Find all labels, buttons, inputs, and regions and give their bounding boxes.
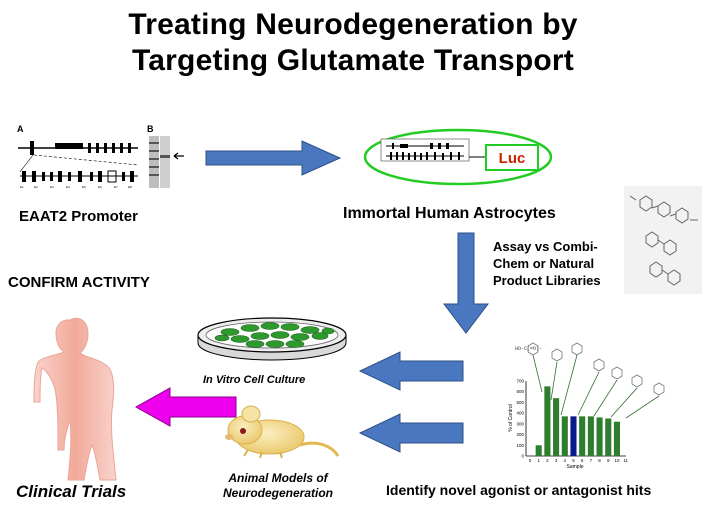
y-tick-label: 500 bbox=[516, 400, 524, 405]
hits-bar-chart: HO‑C(=O)‑ % of Control Sample 0100200300… bbox=[508, 342, 665, 470]
petri-dish bbox=[197, 317, 347, 361]
bar-sample-4 bbox=[561, 416, 568, 456]
clinical-trials-label: Clinical Trials bbox=[16, 482, 127, 501]
bar-sample-5 bbox=[570, 416, 577, 456]
bar-sample-3 bbox=[553, 398, 560, 456]
x-tick-label: 1 bbox=[537, 458, 540, 463]
arrow-to-clinical-trials bbox=[134, 387, 237, 427]
animal-models-line2: Neurodegeneration bbox=[222, 486, 333, 500]
x-tick-label: 0 bbox=[529, 458, 532, 463]
immortal-astrocytes-label: Immortal Human Astrocytes bbox=[343, 205, 556, 222]
x-tick-label: 10 bbox=[614, 458, 620, 463]
panel-a-label: A bbox=[17, 124, 24, 134]
y-tick-label: 100 bbox=[516, 443, 524, 448]
svg-text:E5: E5 bbox=[82, 185, 86, 189]
x-tick-label: 3 bbox=[555, 458, 558, 463]
assay-label-line1: Assay vs Combi- bbox=[493, 239, 598, 254]
chemical-library-structures bbox=[624, 186, 702, 294]
arrow-astrocytes-to-hits bbox=[442, 232, 490, 334]
assay-label-line3: Product Libraries bbox=[493, 273, 601, 288]
bar-sample-10 bbox=[613, 421, 620, 456]
x-tick-label: 5 bbox=[572, 458, 575, 463]
in-vitro-label: In Vitro Cell Culture bbox=[203, 374, 306, 386]
assay-label-line2: Chem or Natural bbox=[493, 256, 595, 271]
x-tick-label: 7 bbox=[590, 458, 593, 463]
y-tick-label: 0 bbox=[521, 454, 524, 459]
human-silhouette bbox=[33, 317, 117, 481]
luc-label: Luc bbox=[499, 150, 526, 167]
hit-structures bbox=[527, 342, 665, 396]
assay-label: Assay vs Combi- Chem or Natural Product … bbox=[493, 238, 601, 289]
svg-text:E2: E2 bbox=[34, 185, 38, 189]
bar-sample-7 bbox=[587, 416, 594, 456]
y-tick-label: 600 bbox=[516, 389, 524, 394]
svg-text:E7: E7 bbox=[114, 185, 118, 189]
y-tick-label: 200 bbox=[516, 432, 524, 437]
svg-text:E3: E3 bbox=[50, 185, 54, 189]
arrow-hits-to-animal-models bbox=[358, 413, 464, 453]
y-tick-label: 300 bbox=[516, 421, 524, 426]
mouse-illustration bbox=[225, 405, 340, 459]
x-tick-label: 2 bbox=[546, 458, 549, 463]
hit-structure-formula: HO‑C(=O)‑ bbox=[515, 346, 542, 352]
panel-b-label: B bbox=[147, 124, 154, 134]
svg-text:E6: E6 bbox=[98, 185, 102, 189]
x-tick-label: 8 bbox=[598, 458, 601, 463]
animal-models-line1: Animal Models of bbox=[228, 471, 328, 485]
x-tick-label: 9 bbox=[607, 458, 610, 463]
arrow-hits-to-cell-culture bbox=[358, 351, 464, 391]
x-tick-label: 4 bbox=[564, 458, 567, 463]
y-tick-label: 700 bbox=[516, 379, 524, 384]
bar-chart-xlabel: Sample bbox=[567, 464, 584, 470]
animal-models-label: Animal Models of Neurodegeneration bbox=[200, 471, 356, 501]
svg-text:E4: E4 bbox=[66, 185, 70, 189]
hit-leader-lines bbox=[532, 354, 660, 419]
confirm-activity-label: CONFIRM ACTIVITY bbox=[8, 274, 150, 291]
bar-sample-6 bbox=[579, 416, 586, 456]
bar-sample-8 bbox=[596, 417, 603, 456]
page-title-line1: Treating Neurodegeneration by bbox=[128, 8, 578, 41]
bar-chart-ylabel: % of Control bbox=[508, 404, 514, 432]
arrow-promoter-to-astrocytes bbox=[205, 140, 342, 176]
identify-hits-label: Identify novel agonist or antagonist hit… bbox=[386, 482, 652, 498]
eaat2-promoter-label: EAAT2 Promoter bbox=[19, 208, 138, 225]
svg-text:E8: E8 bbox=[128, 185, 132, 189]
bar-sample-2 bbox=[544, 386, 551, 456]
bar-sample-9 bbox=[605, 418, 612, 456]
promoter-gene-figure: A B E1 E2 E3 E4 E5 E6 E7 E8 bbox=[17, 124, 184, 189]
svg-text:E1: E1 bbox=[20, 185, 24, 189]
y-tick-label: 400 bbox=[516, 411, 524, 416]
luciferase-construct: Luc bbox=[363, 128, 553, 186]
x-tick-label: 11 bbox=[623, 458, 628, 463]
page-title-line2: Targeting Glutamate Transport bbox=[132, 44, 574, 77]
bar-sample-1 bbox=[535, 445, 542, 456]
x-tick-label: 6 bbox=[581, 458, 584, 463]
